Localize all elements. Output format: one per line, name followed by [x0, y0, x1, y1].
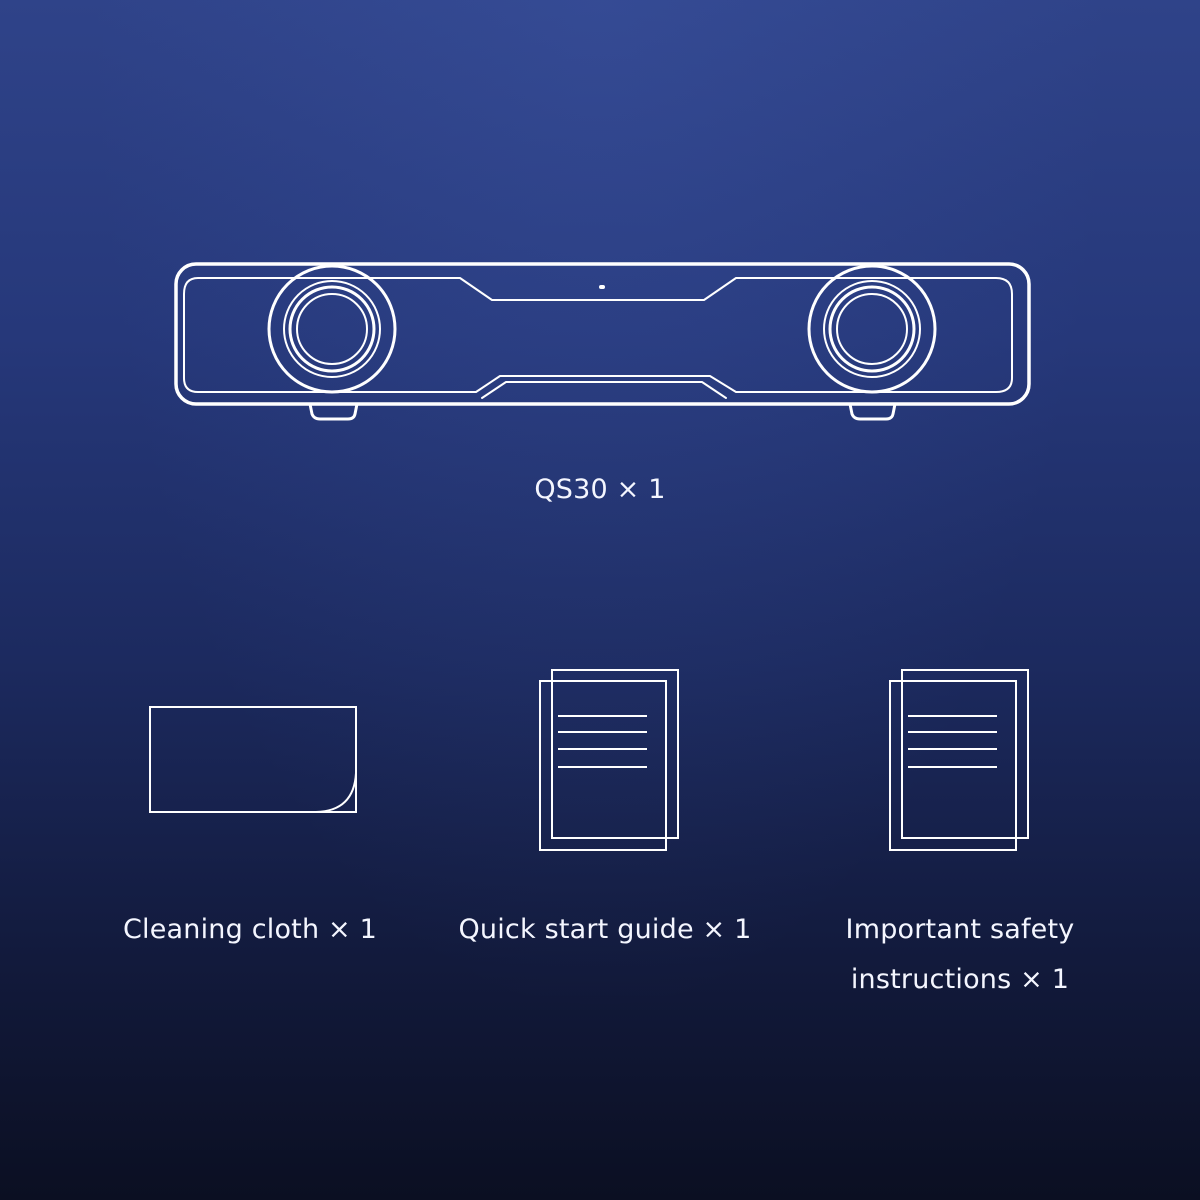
safety-instructions-label: Important safety instructions × 1	[810, 905, 1110, 1005]
cleaning-cloth-icon	[146, 703, 360, 817]
soundbar-icon	[170, 258, 1035, 423]
quick-start-guide-icon	[536, 666, 682, 854]
cleaning-cloth-label: Cleaning cloth × 1	[122, 914, 378, 945]
safety-instructions-label-line-2: instructions × 1	[850, 964, 1070, 995]
safety-instructions-label-line-1: Important safety	[845, 914, 1075, 945]
quick-start-guide-label: Quick start guide × 1	[458, 914, 752, 945]
safety-instructions-icon	[886, 666, 1032, 854]
main-product-label: QS30 × 1	[534, 474, 666, 505]
